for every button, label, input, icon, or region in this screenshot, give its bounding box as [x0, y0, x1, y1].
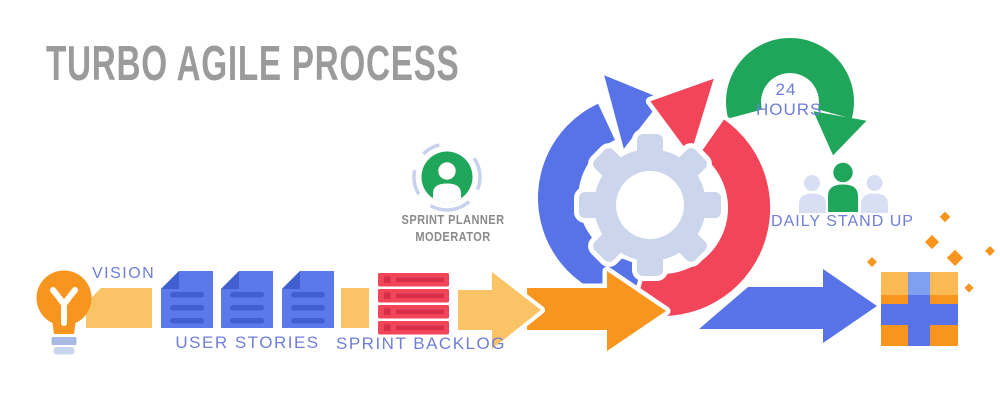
user-stories-label: USER STORIES [175, 333, 320, 352]
document-icon [161, 271, 213, 328]
lightbulb-icon [36, 270, 152, 355]
backlog-row [378, 305, 449, 319]
vision-flow-segment [86, 288, 152, 328]
user-stories-documents [161, 271, 334, 328]
backlog-row [378, 273, 449, 287]
backlog-row [378, 289, 449, 303]
release-arrow-icon [699, 269, 877, 343]
sprint-planner-label: SPRINT PLANNER [401, 212, 505, 227]
gear-icon [574, 129, 726, 281]
sprint-duration-value: 24 [775, 80, 797, 99]
document-icon [221, 271, 273, 328]
moderator-avatar-icon [412, 142, 482, 212]
backlog-flow-segment [341, 288, 369, 328]
dashed-ring [412, 142, 482, 212]
standup-team-icon [799, 162, 888, 213]
team-leader-icon [828, 162, 858, 212]
gift-box-icon [881, 272, 958, 346]
backlog-list-icon [378, 273, 449, 335]
confetti-icon [867, 211, 995, 293]
daily-standup-label: DAILY STAND UP [771, 213, 914, 230]
document-icon [282, 271, 334, 328]
sprint-duration-unit: HOURS [756, 100, 823, 119]
moderator-label: MODERATOR [415, 229, 491, 244]
team-member-icon [861, 175, 888, 213]
vision-label: VISION [92, 265, 156, 282]
sprint-backlog-label: SPRINT BACKLOG [336, 334, 506, 353]
backlog-row [378, 321, 449, 335]
team-member-icon [799, 175, 826, 213]
page-title: TURBO AGILE PROCESS [46, 37, 460, 91]
